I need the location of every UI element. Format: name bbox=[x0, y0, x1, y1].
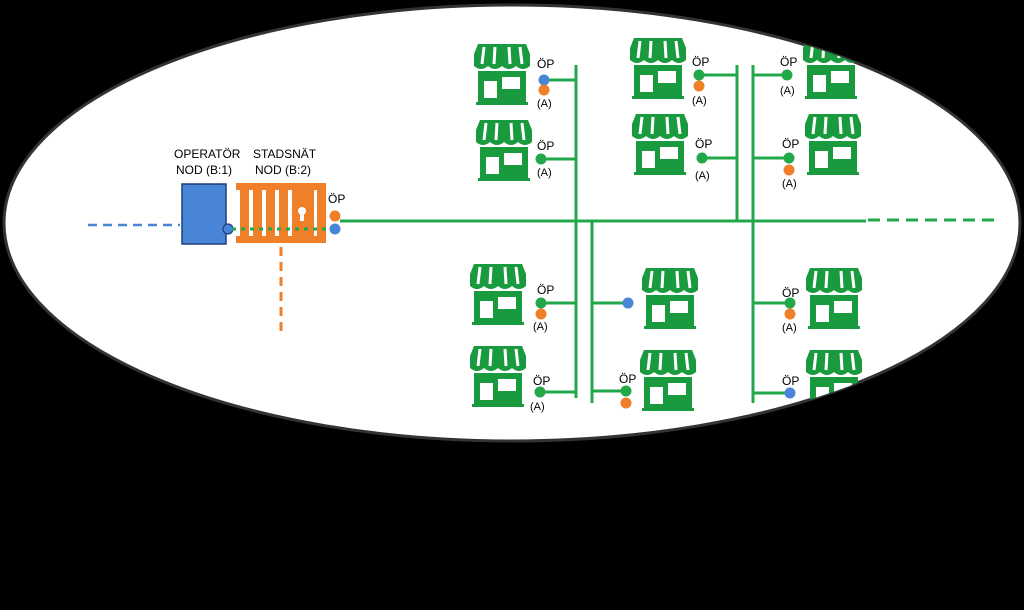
connection-point-orange-dot bbox=[538, 84, 550, 96]
connection-point-label: ÖP bbox=[619, 372, 636, 386]
connection-point-orange-dot bbox=[784, 308, 796, 320]
operator-node-port bbox=[222, 223, 234, 235]
connection-point-orange-dot bbox=[693, 80, 705, 92]
connection-point-label: ÖP bbox=[692, 55, 709, 69]
connection-point-green-dot bbox=[535, 153, 547, 165]
connection-point-green-dot bbox=[693, 69, 705, 81]
connection-point-label: ÖP bbox=[780, 55, 797, 69]
connection-point-label: ÖP bbox=[537, 57, 554, 71]
building-icon bbox=[804, 266, 864, 331]
building-icon bbox=[472, 42, 532, 107]
connection-point-green-dot bbox=[781, 69, 793, 81]
building-icon bbox=[630, 112, 690, 177]
access-point-label: (A) bbox=[530, 401, 545, 413]
connection-point-blue-dot bbox=[622, 297, 634, 309]
main-connection-point-blue-dot bbox=[329, 223, 341, 235]
access-point-label: (A) bbox=[537, 98, 552, 110]
city-node-rack bbox=[236, 183, 326, 243]
access-point-label: (A) bbox=[782, 178, 797, 190]
connection-point-blue-dot bbox=[538, 74, 550, 86]
building-icon bbox=[468, 344, 528, 409]
connection-point-orange-dot bbox=[620, 397, 632, 409]
operator-node-label-line1: OPERATÖR bbox=[174, 147, 241, 161]
access-point-label: (A) bbox=[780, 85, 795, 97]
connection-point-green-dot bbox=[784, 297, 796, 309]
city-node-label-line2: NOD (B:2) bbox=[255, 163, 311, 177]
connection-point-label: ÖP bbox=[537, 139, 554, 153]
connection-point-green-dot bbox=[535, 297, 547, 309]
operator-node-box bbox=[181, 183, 227, 245]
building-icon bbox=[628, 36, 688, 101]
building-icon bbox=[640, 266, 700, 331]
connection-point-label: ÖP bbox=[533, 374, 550, 388]
connection-point-green-dot bbox=[534, 386, 546, 398]
connection-point-label: ÖP bbox=[537, 283, 554, 297]
connection-point-label: ÖP bbox=[782, 286, 799, 300]
building-icon bbox=[474, 118, 534, 183]
view-oval bbox=[2, 3, 1022, 443]
connection-point-orange-dot bbox=[535, 308, 547, 320]
building-icon bbox=[803, 112, 863, 177]
connection-point-green-dot bbox=[783, 152, 795, 164]
main-connection-point-label: ÖP bbox=[328, 192, 345, 206]
building-icon bbox=[804, 348, 864, 413]
connection-point-green-dot bbox=[620, 385, 632, 397]
lock-icon bbox=[298, 207, 306, 221]
operator-node-label-line2: NOD (B:1) bbox=[176, 163, 232, 177]
building-icon bbox=[638, 348, 698, 413]
access-point-label: (A) bbox=[537, 167, 552, 179]
connection-point-label: ÖP bbox=[695, 137, 712, 151]
connection-point-orange-dot bbox=[783, 164, 795, 176]
access-point-label: (A) bbox=[692, 95, 707, 107]
connection-point-label: ÖP bbox=[782, 374, 799, 388]
connection-point-blue-dot bbox=[784, 387, 796, 399]
connection-point-green-dot bbox=[696, 152, 708, 164]
access-point-label: (A) bbox=[695, 170, 710, 182]
city-node-label-line1: STADSNÄT bbox=[253, 147, 317, 161]
access-point-label: (A) bbox=[533, 321, 548, 333]
main-connection-point-orange-dot bbox=[329, 210, 341, 222]
connection-point-label: ÖP bbox=[782, 137, 799, 151]
access-point-label: (A) bbox=[782, 322, 797, 334]
building-icon bbox=[801, 36, 861, 101]
building-icon bbox=[468, 262, 528, 327]
